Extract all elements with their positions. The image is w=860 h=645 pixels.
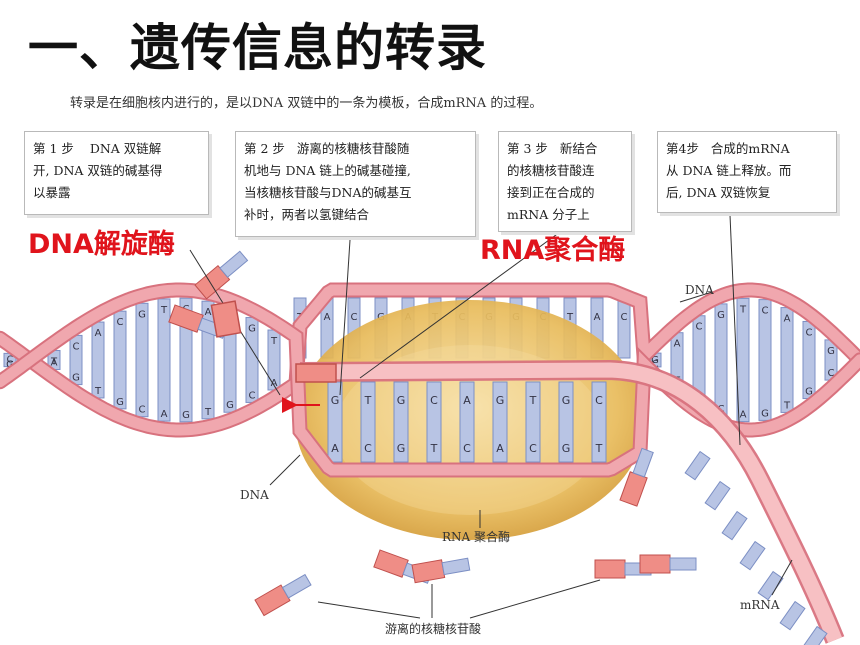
svg-text:G: G <box>651 355 659 366</box>
svg-text:C: C <box>117 317 124 328</box>
step-3-line4: mRNA 分子上 <box>507 207 590 222</box>
svg-text:C: C <box>595 394 603 407</box>
svg-text:A: A <box>463 394 471 407</box>
svg-text:G: G <box>805 387 813 398</box>
step-2-line3: 当核糖核苷酸与DNA的碱基互 <box>244 185 412 200</box>
step-4-line2: 从 DNA 链上释放。而 <box>666 163 792 178</box>
free-nucleotides-label: 游离的核糖核苷酸 <box>385 622 482 636</box>
svg-text:T: T <box>739 304 747 315</box>
svg-text:C: C <box>430 394 438 407</box>
polymerase-label: RNA聚合酶 <box>480 235 626 266</box>
svg-text:A: A <box>161 409 168 420</box>
svg-text:G: G <box>182 410 190 421</box>
step-1-line2: 开, DNA 双链的碱基得 <box>33 163 163 178</box>
step-4-line3: 后, DNA 双链恢复 <box>666 185 771 200</box>
step-3-label: 第 3 步 <box>507 141 548 156</box>
step-2-label: 第 2 步 <box>244 141 285 156</box>
svg-text:C: C <box>139 405 146 416</box>
svg-text:T: T <box>430 442 438 455</box>
step-2-line1: 游离的核糖核苷酸随 <box>296 141 410 156</box>
step-1-line1: DNA 双链解 <box>89 141 162 156</box>
svg-text:G: G <box>717 310 725 321</box>
svg-text:C: C <box>762 306 769 317</box>
svg-text:T: T <box>204 407 212 418</box>
svg-text:A: A <box>496 442 504 455</box>
step-box-3: 第 3 步 新结合 的核糖核苷酸连 接到正在合成的 mRNA 分子上 <box>498 131 632 232</box>
svg-text:C: C <box>463 442 471 455</box>
svg-text:G: G <box>562 394 571 407</box>
bubble-bases: G A T C G G C T A C G A T C G G C T <box>327 381 607 463</box>
mrna-bases <box>684 450 828 645</box>
svg-text:G: G <box>827 346 835 357</box>
step-1-line3: 以暴露 <box>33 185 71 200</box>
svg-text:C: C <box>696 322 703 333</box>
svg-text:G: G <box>397 394 406 407</box>
svg-text:T: T <box>270 336 278 347</box>
step-1-label: 第 1 步 <box>33 141 74 156</box>
svg-text:A: A <box>594 312 601 323</box>
free-nucleotides <box>168 250 697 617</box>
svg-text:A: A <box>205 307 212 318</box>
svg-text:T: T <box>160 305 168 316</box>
svg-text:G: G <box>116 397 124 408</box>
svg-text:C: C <box>249 390 256 401</box>
mrna-head-block <box>295 363 337 383</box>
svg-text:A: A <box>784 314 791 325</box>
svg-text:C: C <box>806 327 813 338</box>
svg-text:A: A <box>95 328 102 339</box>
svg-text:A: A <box>271 378 278 389</box>
svg-text:C: C <box>364 442 372 455</box>
svg-text:A: A <box>740 410 747 421</box>
dna-label-bottom: DNA <box>240 488 269 502</box>
step-box-4: 第4步 合成的mRNA 从 DNA 链上释放。而 后, DNA 双链恢复 <box>657 131 837 213</box>
mrna-label: mRNA <box>740 598 780 612</box>
step-3-line3: 接到正在合成的 <box>507 185 595 200</box>
step-box-2: 第 2 步 游离的核糖核苷酸随 机地与 DNA 链上的碱基碰撞, 当核糖核苷酸与… <box>235 131 476 237</box>
svg-text:C: C <box>621 312 628 323</box>
svg-text:G: G <box>226 400 234 411</box>
svg-text:C: C <box>73 341 80 352</box>
svg-text:G: G <box>761 408 769 419</box>
svg-text:T: T <box>595 442 603 455</box>
svg-text:A: A <box>674 339 681 350</box>
svg-text:G: G <box>496 394 505 407</box>
step-4-line1: 合成的mRNA <box>710 141 790 156</box>
step-box-1: 第 1 步 DNA 双链解 开, DNA 双链的碱基得 以暴露 <box>24 131 209 215</box>
svg-text:C: C <box>7 355 14 366</box>
svg-text:G: G <box>6 359 14 370</box>
svg-text:G: G <box>397 442 406 455</box>
svg-text:A: A <box>324 312 331 323</box>
step-4-label: 第4步 <box>666 141 699 156</box>
svg-text:T: T <box>50 357 58 368</box>
svg-text:T: T <box>783 400 791 411</box>
svg-text:T: T <box>566 312 574 323</box>
step-2-line4: 补时，两者以氢键结合 <box>244 207 370 222</box>
svg-text:C: C <box>351 312 358 323</box>
svg-text:G: G <box>138 309 146 320</box>
svg-text:G: G <box>72 373 80 384</box>
svg-text:A: A <box>331 442 339 455</box>
helicase-label: DNA解旋酶 <box>28 229 175 260</box>
svg-text:G: G <box>562 442 571 455</box>
svg-text:G: G <box>248 324 256 335</box>
dna-label-top: DNA <box>685 283 714 297</box>
svg-text:G: G <box>331 394 340 407</box>
helicase-block <box>210 300 242 338</box>
rna-polymerase-label: RNA 聚合酶 <box>442 530 511 544</box>
svg-text:T: T <box>529 394 537 407</box>
step-3-line1: 新结合 <box>559 141 598 156</box>
step-3-line2: 的核糖核苷酸连 <box>507 163 595 178</box>
page-title: 一、遗传信息的转录 <box>28 19 487 77</box>
subtitle: 转录是在细胞核内进行的，是以DNA 双链中的一条为模板，合成mRNA 的过程。 <box>70 96 543 111</box>
svg-text:C: C <box>529 442 537 455</box>
svg-text:A: A <box>51 357 58 368</box>
step-2-line2: 机地与 DNA 链上的碱基碰撞, <box>244 163 411 178</box>
svg-text:C: C <box>828 368 835 379</box>
svg-text:T: T <box>94 386 102 397</box>
svg-text:T: T <box>364 394 372 407</box>
